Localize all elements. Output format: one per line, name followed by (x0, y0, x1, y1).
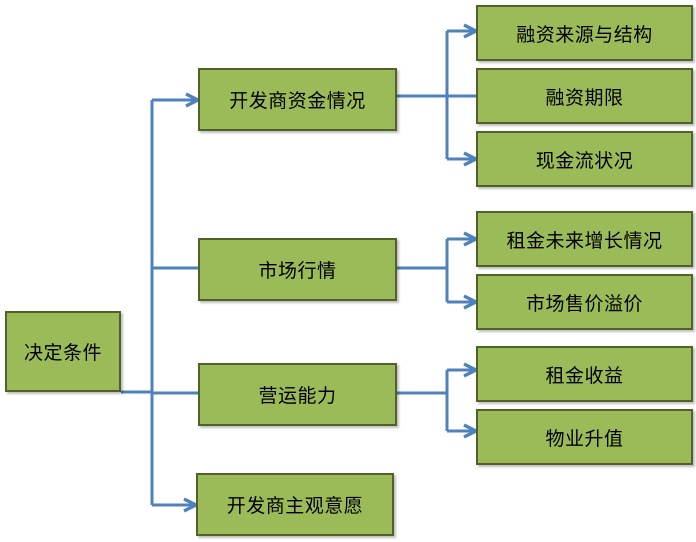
category-label: 开发商主观意愿 (226, 495, 364, 517)
leaf-market-price-premium: 市场售价溢价 (476, 274, 693, 330)
leaf-funding-term: 融资期限 (476, 68, 693, 124)
leaf-label: 市场售价溢价 (525, 292, 643, 315)
root-connector (121, 100, 154, 505)
leaf-label: 融资期限 (545, 86, 624, 109)
group2-trunk (397, 239, 449, 302)
category-label: 营运能力 (258, 385, 337, 407)
root-node: 决定条件 (5, 311, 121, 392)
leaf-funding-source-structure: 融资来源与结构 (476, 5, 693, 61)
category-operating-capability: 营运能力 (198, 363, 397, 426)
group3-trunk (397, 370, 449, 431)
leaf-label: 融资来源与结构 (516, 23, 653, 46)
leaf-cashflow-status: 现金流状况 (476, 131, 693, 187)
root-label: 决定条件 (23, 342, 102, 364)
category-developer-intent: 开发商主观意愿 (196, 473, 394, 536)
leaf-label: 物业升值 (545, 427, 624, 450)
leaf-label: 现金流状况 (535, 149, 634, 172)
category-developer-funds: 开发商资金情况 (198, 68, 397, 131)
leaf-rent-growth: 租金未来增长情况 (476, 211, 693, 267)
category-label: 市场行情 (258, 260, 337, 282)
category-label: 开发商资金情况 (229, 90, 366, 112)
leaf-rental-income: 租金收益 (476, 346, 693, 402)
category-market-conditions: 市场行情 (198, 238, 397, 301)
leaf-label: 租金收益 (545, 364, 624, 387)
leaf-property-appreciation: 物业升值 (476, 409, 693, 465)
leaf-label: 租金未来增长情况 (506, 229, 663, 252)
